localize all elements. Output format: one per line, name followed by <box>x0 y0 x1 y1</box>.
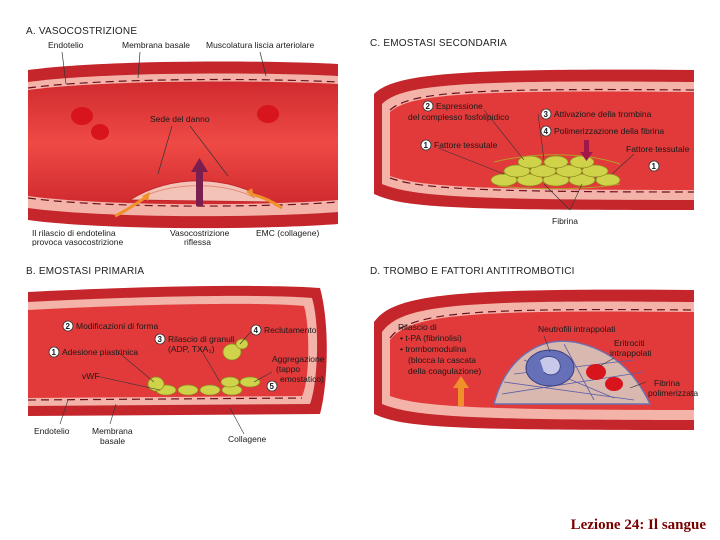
panel-c-title: C. EMOSTASI SECONDARIA <box>370 38 508 49</box>
label-collagene: Collagene <box>228 434 267 444</box>
panel-a-title: A. VASOCOSTRIZIONE <box>26 26 138 37</box>
label-adp-txa2: (ADP, TXA₂) <box>168 344 215 354</box>
trapped-erythrocyte <box>586 364 606 380</box>
thrombin-arrow <box>584 140 589 154</box>
label-trombomodulina: • trombomodulina <box>400 344 467 354</box>
panel-d-title: D. TROMBO E FATTORI ANTITROMBOTICI <box>370 266 575 277</box>
label-muscolatura: Muscolatura liscia arteriolare <box>206 40 314 50</box>
label-rilascio-granuli: Rilascio di granuli <box>168 334 235 344</box>
label-rilascio: Rilascio di <box>398 322 437 332</box>
label-eritrociti: Eritrociti <box>614 338 645 348</box>
label-modificazioni: Modificazioni di forma <box>76 321 158 331</box>
label-coagulazione: della coagulazione) <box>408 366 481 376</box>
t-pa-arrow <box>458 386 464 406</box>
label-emc: EMC (collagene) <box>256 228 319 238</box>
red-blood-cell <box>91 124 109 140</box>
label-riflessa: riflessa <box>184 237 211 246</box>
step-number: 1 <box>652 162 657 171</box>
step-number: 3 <box>158 335 163 344</box>
vessel-diagram-d: Rilascio di • t-PA (fibrinolisi) • tromb… <box>374 289 698 430</box>
step-number: 5 <box>270 382 275 391</box>
step-number: 3 <box>544 110 549 119</box>
label-polimerizzata: polimerizzata <box>648 388 698 398</box>
step-number: 2 <box>426 102 431 111</box>
panel-emostasi-primaria: B. EMOSTASI PRIMARIA 2 1 <box>20 264 344 454</box>
endothelium-bottom <box>389 177 695 193</box>
step-number: 4 <box>254 326 259 335</box>
vessel-lumen <box>28 303 309 398</box>
label-intrappolati: intrappolati <box>610 348 652 358</box>
endothelium-top <box>27 78 339 89</box>
red-blood-cell <box>257 105 279 123</box>
label-fibrina: Fibrina <box>552 216 578 226</box>
vessel-diagram-a: Endotelio Membrana basale Muscolatura li… <box>27 40 339 246</box>
trapped-erythrocyte <box>605 377 623 391</box>
vessel-lumen <box>390 91 694 190</box>
label-fibrina: Fibrina <box>654 378 680 388</box>
step-number: 4 <box>544 127 549 136</box>
endothelium-bottom <box>27 397 303 401</box>
label-tappo: (tappo <box>276 364 300 374</box>
label-vwf: vWF <box>82 371 99 381</box>
label-adesione: Adesione piastrinica <box>62 347 138 357</box>
label-t-pa: • t-PA (fibrinolisi) <box>400 333 462 343</box>
vasoconstriction-arrow <box>196 170 203 206</box>
label-membrana-basale: Membrana basale <box>122 40 190 50</box>
label-polimerizzazione-fibrina: Polimerizzazione della fibrina <box>554 126 664 136</box>
label-endotelio: Endotelio <box>48 40 84 50</box>
endothelium-top <box>389 88 695 111</box>
footer-lecture-title: Lezione 24: Il sangue <box>570 517 706 533</box>
step-number: 1 <box>52 348 57 357</box>
label-aggregazione: Aggregazione <box>272 354 325 364</box>
red-blood-cell <box>71 107 93 125</box>
label-neutrofili: Neutrofili intrappolati <box>538 324 616 334</box>
label-complesso-fosfolipidico: del complesso fosfolipidico <box>408 112 509 122</box>
vessel-diagram-b: 2 1 3 4 5 Modificazioni di forma Adesion… <box>27 285 327 446</box>
platelet-plug <box>490 155 621 187</box>
step-number: 1 <box>424 141 429 150</box>
panel-trombo: D. TROMBO E FATTORI ANTITROMBOTICI Rilas… <box>364 264 700 440</box>
label-espressione: Espressione <box>436 101 483 111</box>
label-emostatico: emostatico) <box>280 374 324 384</box>
label-fattore-tessutale: Fattore tessutale <box>434 140 498 150</box>
endothelium-bottom <box>27 197 339 207</box>
label-rilascio-endotelina: Il rilascio di endotelina <box>32 228 116 238</box>
label-vasocostrizione: Vasocostrizione <box>170 228 230 238</box>
label-provoca-vasocostrizione: provoca vasocostrizione <box>32 237 123 246</box>
label-membrana: Membrana <box>92 426 133 436</box>
panel-vasocostrizione: A. VASOCOSTRIZIONE <box>20 24 344 246</box>
platelet-aggregate <box>147 338 261 396</box>
label-reclutamento: Reclutamento <box>264 325 317 335</box>
label-attivazione-trombina: Attivazione della trombina <box>554 109 652 119</box>
label-fattore-tessutale: Fattore tessutale <box>626 144 690 154</box>
label-basale: basale <box>100 436 125 446</box>
panel-b-title: B. EMOSTASI PRIMARIA <box>26 266 145 277</box>
endothelium-top <box>389 308 695 339</box>
vessel-diagram-c: 2 3 4 1 1 Espressione del complesso fosf… <box>374 69 695 226</box>
step-number: 2 <box>66 322 71 331</box>
label-endotelio: Endotelio <box>34 426 70 436</box>
panel-emostasi-secondaria: C. EMOSTASI SECONDARIA <box>364 34 700 230</box>
label-blocca-cascata: (blocca la cascata <box>408 355 476 365</box>
label-sede-danno: Sede del danno <box>150 114 210 124</box>
